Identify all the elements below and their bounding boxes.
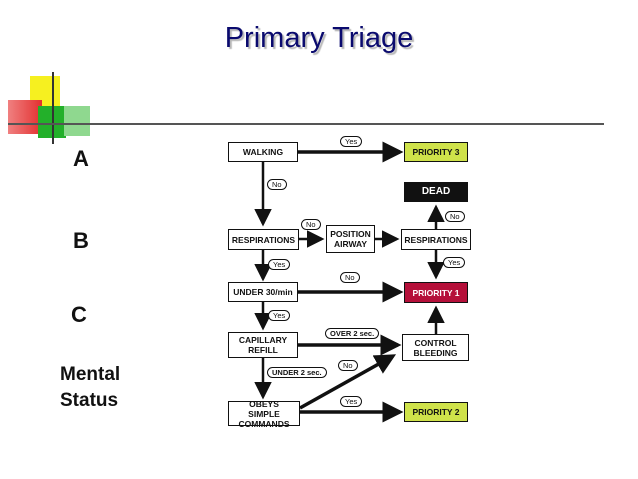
- node-under-30: UNDER 30/min: [228, 282, 298, 302]
- edge-label-under30-no: No: [340, 272, 360, 283]
- edge-label-under-2-sec: UNDER 2 sec.: [267, 367, 327, 378]
- node-position-airway: POSITION AIRWAY: [326, 225, 375, 253]
- decorative-squares-logo: [8, 72, 98, 144]
- node-walking: WALKING: [228, 142, 298, 162]
- edge-label-under30-yes: Yes: [268, 310, 291, 321]
- node-control-bleeding: CONTROL BLEEDING: [402, 334, 469, 361]
- sidebar-label-status: Status: [60, 390, 119, 411]
- edge-label-walk-yes: Yes: [340, 136, 363, 147]
- node-capillary-refill: CAPILLARY REFILL: [228, 332, 298, 358]
- edge-label-resp-no: No: [301, 219, 321, 230]
- node-priority1: PRIORITY 1: [404, 282, 468, 303]
- node-priority2: PRIORITY 2: [404, 402, 468, 422]
- edge-label-obeys-no: No: [338, 360, 358, 371]
- header-divider: [8, 123, 604, 125]
- sidebar-label-c: C: [71, 302, 87, 327]
- edge-label-dead-no: No: [445, 211, 465, 222]
- edge-label-walk-no: No: [267, 179, 287, 190]
- edge-label-over-2-sec: OVER 2 sec.: [325, 328, 380, 339]
- node-priority3: PRIORITY 3: [404, 142, 468, 162]
- page-title: Primary Triage: [224, 22, 414, 54]
- edge-label-obeys-yes: Yes: [340, 396, 363, 407]
- node-respirations-left: RESPIRATIONS: [228, 229, 299, 250]
- node-dead: DEAD: [404, 182, 468, 202]
- sidebar-label-mental: Mental: [60, 364, 121, 385]
- edge-label-resp-yes: Yes: [268, 259, 291, 270]
- node-respirations-right: RESPIRATIONS: [401, 229, 471, 250]
- node-obeys-commands: OBEYS SIMPLE COMMANDS: [228, 399, 300, 429]
- sidebar-label-b: B: [73, 228, 89, 253]
- sidebar-label-a: A: [73, 146, 89, 171]
- arrow-obeys-bleeding: [299, 354, 397, 410]
- edge-label-right-resp-yes: Yes: [443, 257, 466, 268]
